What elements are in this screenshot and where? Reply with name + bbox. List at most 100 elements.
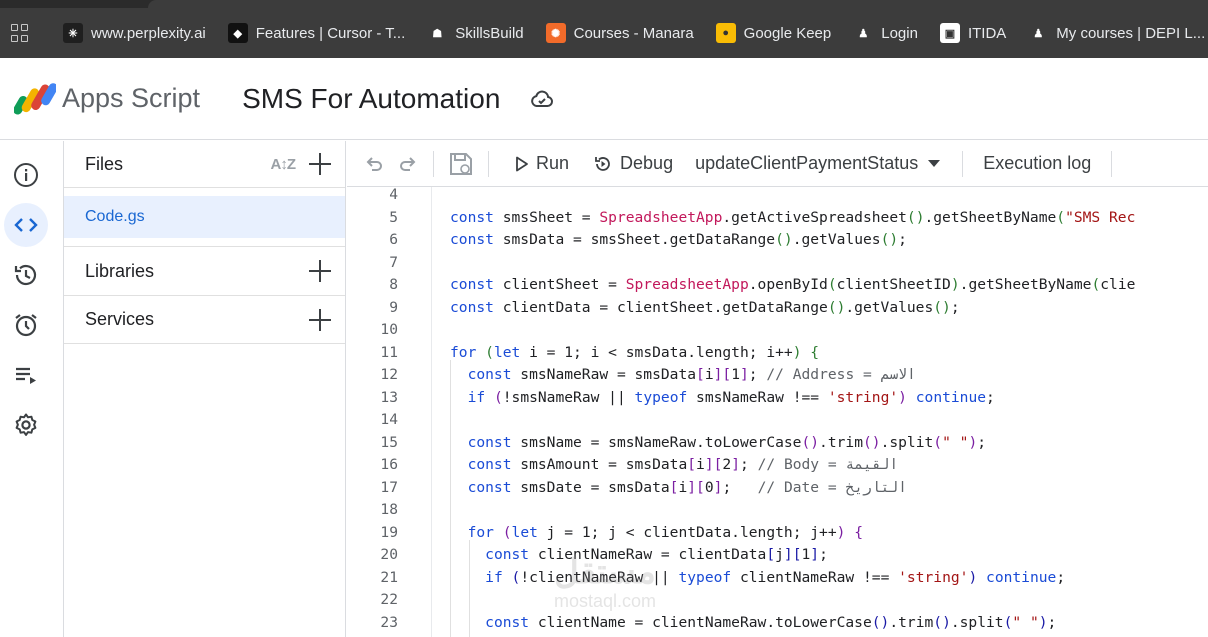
add-library-plus-icon[interactable] [309, 260, 331, 282]
toolbar-separator [488, 150, 489, 177]
project-history-icon[interactable] [4, 253, 48, 297]
code-line[interactable]: 19 for (let j = 1; j < clientData.length… [347, 522, 1208, 544]
line-number: 7 [389, 253, 398, 271]
line-number: 8 [389, 276, 398, 293]
code-line[interactable]: 15 const smsName = smsNameRaw.toLowerCas… [347, 432, 1208, 454]
code-line[interactable]: 10 [347, 319, 1208, 341]
sort-az-icon[interactable]: A↕Z [270, 155, 296, 173]
libraries-section[interactable]: Libraries [64, 246, 345, 295]
line-number: 21 [380, 568, 398, 586]
code-line[interactable]: 9 const clientData = clientSheet.getDataR… [347, 297, 1208, 319]
app-header: Apps Script SMS For Automation [0, 58, 1208, 140]
toolbar-separator [962, 150, 964, 177]
services-section[interactable]: Services [64, 295, 345, 344]
code-text: for (let i = 1; i < smsData.length; i++)… [450, 343, 820, 361]
code-text: const clientData = clientSheet.getDataRa… [450, 298, 960, 316]
code-line[interactable]: 22 [347, 589, 1208, 611]
code-line[interactable]: 4 [347, 187, 1208, 206]
code-line[interactable]: 11 for (let i = 1; i < smsData.length; i+… [347, 342, 1208, 364]
code-text: const smsName = smsNameRaw.toLowerCase()… [467, 433, 987, 451]
left-nav-rail [0, 141, 52, 637]
line-number: 5 [389, 208, 398, 226]
app-name[interactable]: Apps Script [62, 83, 201, 113]
depi-icon: ♟ [1028, 23, 1049, 43]
code-line[interactable]: 20 const clientNameRaw = clientData[j][1… [347, 544, 1208, 566]
apps-script-logo-icon[interactable] [13, 81, 58, 117]
execution-log-button[interactable]: Execution log [983, 153, 1091, 174]
execution-log-label: Execution log [983, 153, 1092, 173]
code-line[interactable]: 23 const clientName = clientNameRaw.toLo… [347, 612, 1208, 634]
code-text: const smsAmount = smsData[i][2]; // Body… [467, 456, 899, 473]
add-service-plus-icon[interactable] [309, 308, 331, 331]
line-number: 23 [380, 613, 398, 631]
code-line[interactable]: 7 [347, 252, 1208, 274]
code-line[interactable]: 14 [347, 409, 1208, 431]
libraries-label: Libraries [85, 260, 155, 281]
overview-info-icon[interactable] [4, 153, 48, 197]
bookmark-item[interactable]: ♟ My courses | DEPI L... [1028, 23, 1205, 43]
code-line[interactable]: 5 const smsSheet = SpreadsheetApp.getActi… [347, 207, 1208, 229]
code-line[interactable]: 18 [347, 499, 1208, 521]
undo-icon[interactable] [363, 153, 385, 175]
bookmarks-bar: ✳www.perplexity.ai ◆Features | Cursor - T… [0, 8, 1208, 58]
line-number: 11 [380, 343, 398, 361]
bookmark-item[interactable]: ✳www.perplexity.ai [63, 23, 206, 43]
gutter-divider [431, 187, 432, 637]
bookmark-item[interactable]: ✺Courses - Manara [545, 23, 694, 43]
bookmark-label: www.perplexity.ai [91, 24, 206, 42]
debug-button[interactable]: Debug [593, 153, 673, 174]
line-number: 9 [389, 298, 398, 316]
files-panel: Files A↕Z Code.gs Libraries Services [63, 141, 346, 637]
save-icon[interactable] [448, 151, 474, 177]
code-line[interactable]: 17 const smsDate = smsData[i][0]; // Dat… [347, 477, 1208, 499]
browser-tab-strip [0, 0, 1208, 8]
line-number: 12 [380, 366, 398, 383]
line-number: 20 [380, 546, 398, 563]
chevron-down-icon [928, 160, 941, 167]
bookmark-item[interactable]: ♟Login [853, 23, 918, 43]
cursor-icon: ◆ [227, 23, 248, 43]
triggers-alarm-icon[interactable] [4, 303, 48, 347]
bookmark-label: My courses | DEPI L... [1056, 24, 1206, 42]
line-number: 22 [380, 591, 398, 608]
bookmark-label: SkillsBuild [455, 24, 524, 42]
debug-icon [595, 156, 610, 171]
add-file-plus-icon[interactable] [309, 153, 331, 175]
editor-toolbar: Run Debug updateClientPaymentStatus Exec… [347, 141, 1208, 187]
toolbar-separator [433, 150, 434, 177]
line-number: 4 [389, 187, 398, 203]
function-select[interactable]: updateClientPaymentStatus [695, 153, 941, 174]
files-title: Files [85, 153, 124, 174]
code-text: const smsDate = smsData[i][0]; // Date =… [467, 478, 907, 496]
code-line[interactable]: 12 const smsNameRaw = smsData[i][1]; // … [347, 364, 1208, 386]
code-line[interactable]: 16 const smsAmount = smsData[i][2]; // B… [347, 454, 1208, 476]
bookmark-item[interactable]: ●Google Keep [715, 23, 831, 43]
line-number: 13 [380, 388, 398, 406]
bookmark-label: ITIDA [967, 24, 1007, 42]
bookmark-item[interactable]: ☗SkillsBuild [427, 23, 524, 43]
code-text: const smsSheet = SpreadsheetApp.getActiv… [450, 208, 1136, 226]
code-line[interactable]: 13 if (!smsNameRaw || typeof smsNameRaw … [347, 387, 1208, 409]
cloud-saved-icon[interactable] [530, 87, 554, 111]
bookmark-list: ✳www.perplexity.ai ◆Features | Cursor - T… [63, 23, 1208, 43]
manara-icon: ✺ [545, 23, 566, 43]
line-number: 10 [380, 321, 398, 338]
code-editor[interactable]: 4 5 const smsSheet = SpreadsheetApp.getAct… [347, 187, 1208, 637]
toolbar-separator [1111, 150, 1113, 177]
apps-grid-icon[interactable] [11, 24, 28, 42]
run-button[interactable]: Run [515, 153, 569, 174]
bookmark-item[interactable]: ◆Features | Cursor - T... [227, 23, 405, 43]
code-text: if (!smsNameRaw || typeof smsNameRaw !==… [467, 388, 995, 406]
executions-list-icon[interactable] [4, 353, 48, 397]
file-code-gs[interactable]: Code.gs [64, 196, 345, 238]
settings-gear-icon[interactable] [4, 403, 48, 447]
editor-code-icon[interactable] [4, 203, 48, 247]
redo-icon[interactable] [397, 153, 419, 175]
code-line[interactable]: 21 if (!clientNameRaw || typeof clientNa… [347, 567, 1208, 589]
files-header: Files A↕Z [64, 141, 345, 188]
bookmark-item[interactable]: ▣ITIDA [939, 23, 1007, 43]
line-number: 18 [380, 501, 398, 518]
project-title[interactable]: SMS For Automation [242, 82, 501, 114]
